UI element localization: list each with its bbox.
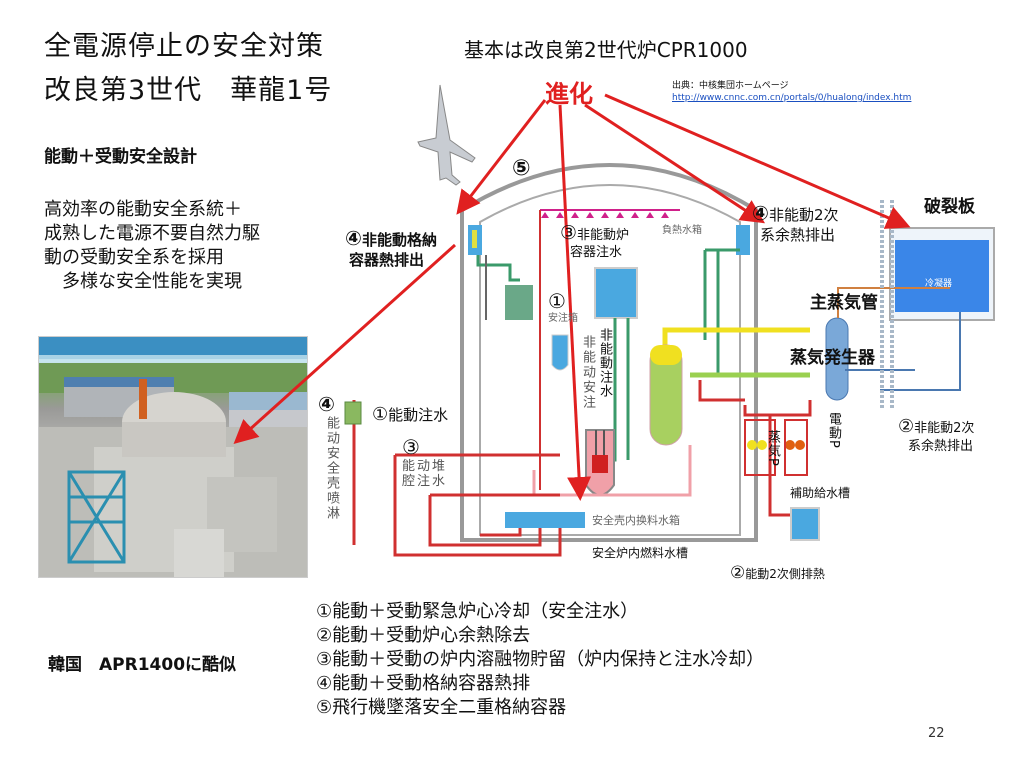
label-electric-pump: 電動P	[826, 412, 841, 449]
label-passive-secondary-heat-top: ④非能動2次 系余熱排出	[752, 201, 839, 244]
source-link[interactable]: http://www.cnnc.com.cn/portals/0/hualong…	[672, 93, 912, 103]
label-main-steam-pipe: 主蒸気管	[810, 293, 878, 313]
design-heading: 能動＋受動安全設計	[44, 147, 197, 167]
label-passive-injection-cn: 非能动安注	[580, 335, 595, 410]
korea-note: 韓国 APR1400に酷似	[48, 655, 237, 675]
label-rupture-disk: 破裂板	[924, 197, 975, 217]
slide-title-line2: 改良第3世代 華龍1号	[44, 75, 333, 106]
label-active-secondary-heat: ②能動2次側排熱	[730, 563, 825, 583]
label-steam-pump: 蒸気P	[765, 430, 780, 467]
measure-item: ③能動＋受動の炉内溶融物貯留（炉内保持と注水冷却）	[316, 649, 765, 670]
measure-item: ⑤飛行機墜落安全二重格納容器	[316, 697, 567, 718]
airplane-icon	[417, 84, 476, 186]
design-line: 高効率の能動安全系統＋	[44, 199, 242, 220]
label-passive-secondary-heat-right: ②非能動2次 系余熱排出	[898, 416, 975, 455]
label-active-spray: ④ 能动安全壳喷淋	[318, 392, 339, 521]
source-label: 出典：中核集団ホームページ	[672, 81, 789, 91]
label-heat-water-tank: 負熱水箱	[662, 225, 702, 236]
label-passive-vessel-injection: ③非能動炉 容器注水	[560, 222, 630, 261]
label-passive-containment-heat: ④非能動格納 容器熱排出	[345, 226, 437, 269]
label-five: ⑤	[512, 156, 531, 181]
design-line: 成熟した電源不要自然力駆	[44, 223, 260, 244]
label-active-injection: ①能動注水	[372, 404, 449, 425]
label-safety-tank: ① 安注箱	[548, 289, 578, 324]
source-citation: 出典：中核集団ホームページ http://www.cnnc.com.cn/por…	[672, 80, 911, 104]
measure-item: ①能動＋受動緊急炉心冷却（安全注水）	[316, 601, 639, 622]
measures-list: ①能動＋受動緊急炉心冷却（安全注水） ②能動＋受動炉心余熱除去 ③能動＋受動の炉…	[316, 600, 764, 720]
design-text: 高効率の能動安全系統＋ 成熟した電源不要自然力駆 動の受動安全系を採用 多様な安…	[44, 198, 260, 294]
label-passive-injection-jp: 非能動注水	[597, 328, 612, 398]
slide-title-line1: 全電源停止の安全対策	[44, 31, 324, 62]
label-refuel-tank: 安全壳内换料水箱	[592, 514, 680, 527]
design-line: 多様な安全性能を実現	[44, 271, 242, 292]
label-steam-generator: 蒸気発生器	[790, 348, 875, 368]
inner-containment	[479, 184, 741, 536]
design-line: 動の受動安全系を採用	[44, 247, 224, 268]
plant-illustration	[39, 337, 307, 577]
evolution-label: 進化	[545, 80, 593, 108]
label-aux-feed-tank: 補助給水槽	[790, 486, 851, 500]
evolution-arrows	[233, 93, 911, 501]
plant-photo	[38, 336, 308, 578]
slide-subtitle: 基本は改良第2世代炉CPR1000	[464, 38, 748, 62]
measure-item: ④能動＋受動格納容器熱排	[316, 673, 531, 694]
page-number: 22	[928, 726, 945, 741]
label-active-cavity: ③ 能动堆腔注水	[402, 435, 448, 489]
label-condenser: 冷凝器	[925, 279, 953, 289]
spray-nozzles	[541, 212, 669, 218]
measure-item: ②能動＋受動炉心余熱除去	[316, 625, 531, 646]
label-in-reactor-fuel-tank: 安全炉内燃料水槽	[592, 546, 689, 560]
